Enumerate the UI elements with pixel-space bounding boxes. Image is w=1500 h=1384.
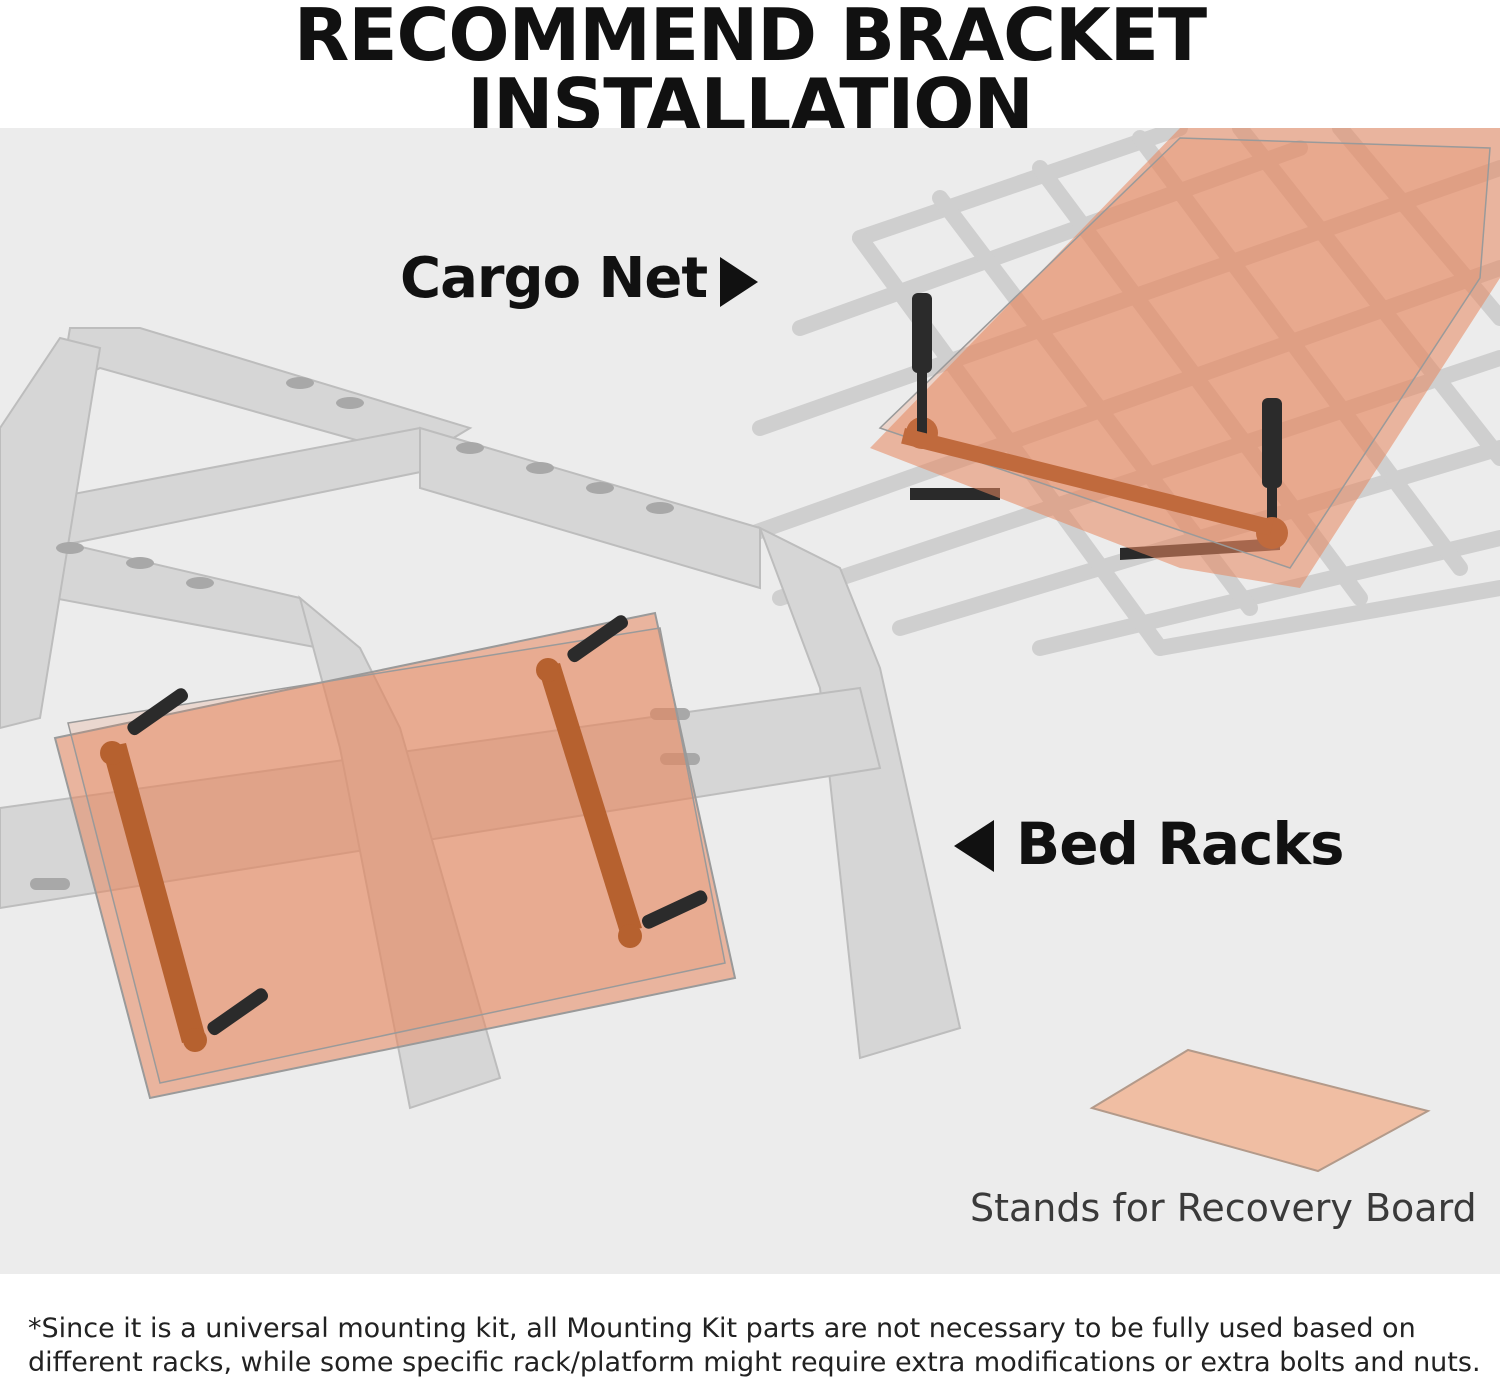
footnote: *Since it is a universal mounting kit, a… <box>28 1312 1488 1380</box>
installation-illustration <box>0 128 1500 1274</box>
stands-label: Stands for Recovery Board <box>970 1186 1477 1230</box>
arrow-left-icon <box>954 820 994 872</box>
recovery-board-stand <box>1089 1048 1431 1173</box>
bed-rack-brackets <box>100 658 642 1052</box>
page-title: RECOMMEND BRACKET INSTALLATION <box>293 0 1207 147</box>
bed-rack-bolts <box>127 615 708 1036</box>
arrow-right-icon <box>720 257 758 307</box>
cargo-net-label: Cargo Net <box>400 246 708 311</box>
footnote-line-1: *Since it is a universal mounting kit, a… <box>28 1313 1416 1344</box>
cargo-net-bolts <box>901 293 1288 549</box>
bed-racks-label: Bed Racks <box>1016 810 1345 878</box>
footnote-line-2: different racks, while some specific rac… <box>28 1347 1481 1378</box>
